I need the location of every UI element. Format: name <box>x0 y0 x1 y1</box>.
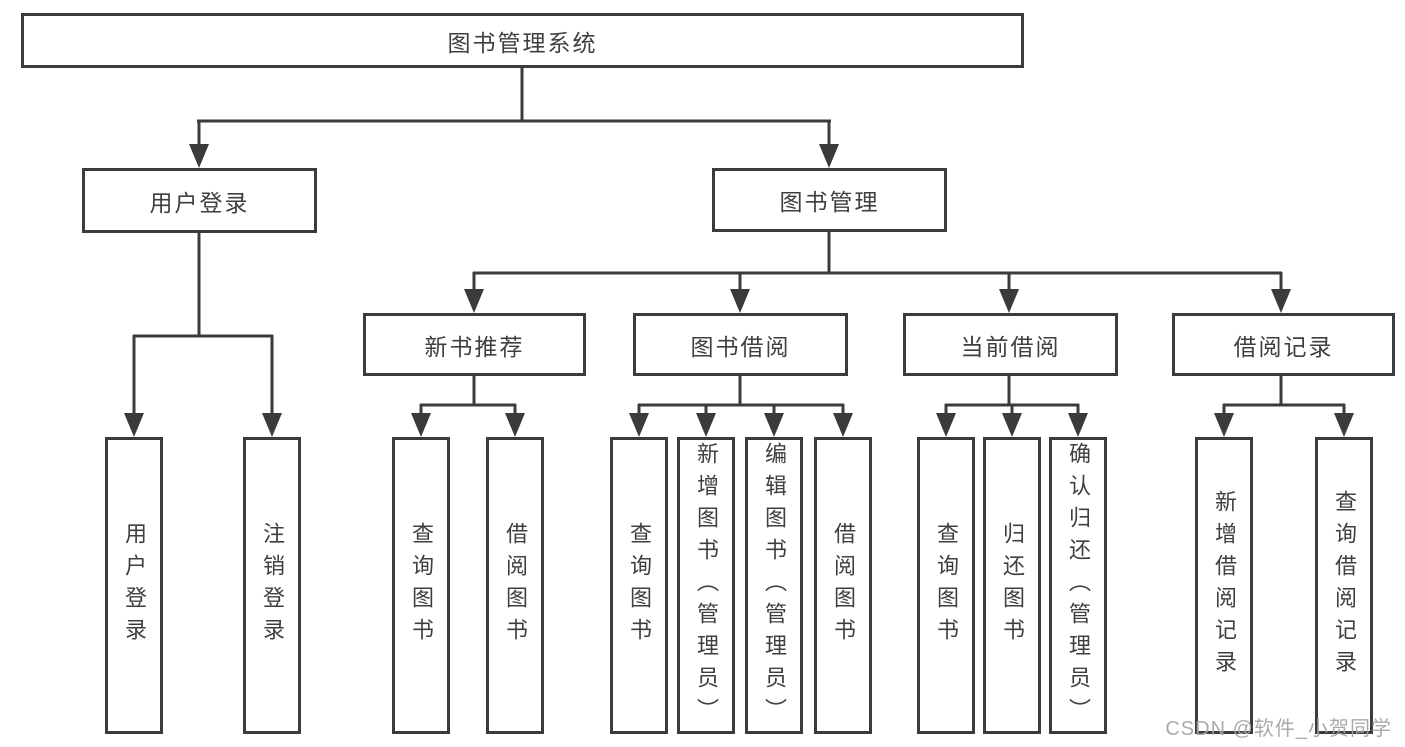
leaf-return-books: 归还图书 <box>983 437 1041 734</box>
leaf-user-login: 用户登录 <box>105 437 163 734</box>
leaf-edit-book-admin: 编辑图书（管理员） <box>745 437 803 734</box>
leaf-confirm-return-admin: 确认归还（管理员） <box>1049 437 1107 734</box>
node-user-login: 用户登录 <box>82 168 317 233</box>
leaf-logout: 注销登录 <box>243 437 301 734</box>
leaf-add-book-admin: 新增图书（管理员） <box>677 437 735 734</box>
tree-edges <box>132 67 1346 415</box>
leaf-add-borrow-record: 新增借阅记录 <box>1195 437 1253 734</box>
node-book-borrowing: 图书借阅 <box>633 313 848 376</box>
node-new-book-recommendation: 新书推荐 <box>363 313 586 376</box>
leaf-query-books-current: 查询图书 <box>917 437 975 734</box>
leaf-query-borrow-record: 查询借阅记录 <box>1315 437 1373 734</box>
leaf-query-books-borrowing: 查询图书 <box>610 437 668 734</box>
leaf-borrow-books: 借阅图书 <box>814 437 872 734</box>
node-current-borrowing: 当前借阅 <box>903 313 1118 376</box>
leaf-query-books-recommend: 查询图书 <box>392 437 450 734</box>
node-borrowing-records: 借阅记录 <box>1172 313 1395 376</box>
arrowheads <box>124 144 1354 437</box>
leaf-borrow-books-recommend: 借阅图书 <box>486 437 544 734</box>
node-book-management: 图书管理 <box>712 168 947 232</box>
node-library-management-system: 图书管理系统 <box>21 13 1024 68</box>
csdn-watermark: CSDN @软件_小贺同学 <box>1165 718 1392 740</box>
